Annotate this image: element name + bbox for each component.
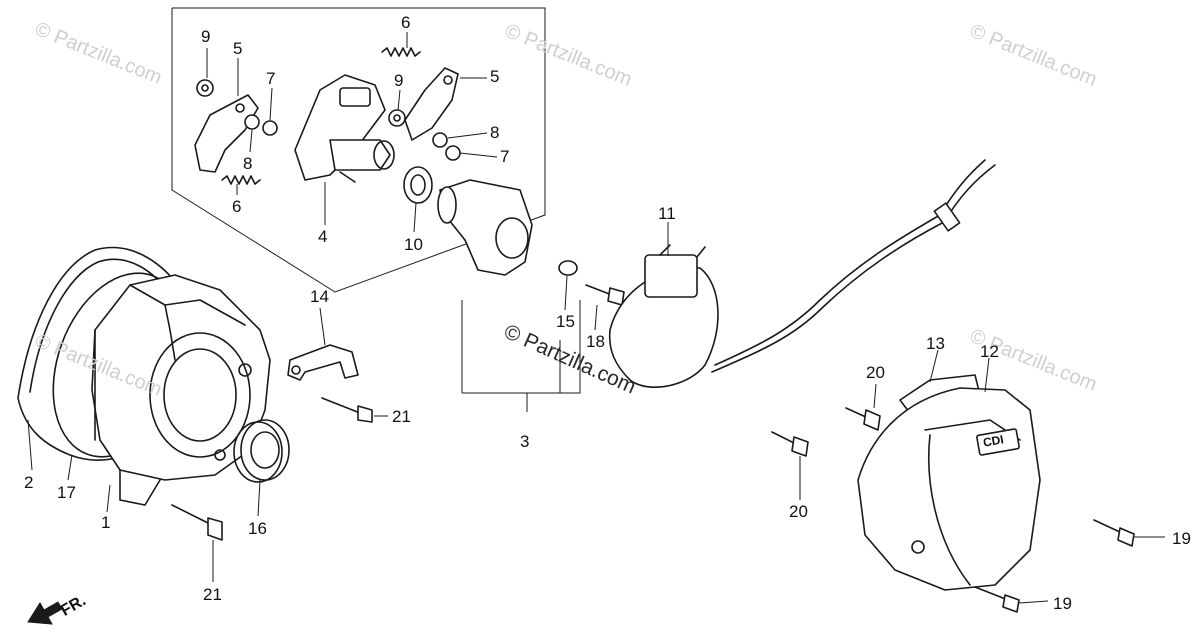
washer-part-8-right <box>432 132 448 148</box>
callout-7-right: 7 <box>500 147 510 166</box>
callout-8-right: 8 <box>490 123 500 142</box>
callout-16: 16 <box>248 519 267 538</box>
bolt-part-21-upper <box>321 397 373 423</box>
callout-18: 18 <box>586 332 605 351</box>
callout-8-left: 8 <box>243 154 253 173</box>
washer-part-10 <box>403 166 433 204</box>
oil-seal-part-16 <box>233 419 290 483</box>
callout-5-right: 5 <box>490 67 500 86</box>
spring-part-6-left <box>221 175 261 185</box>
screw-part-20-upper <box>845 407 881 431</box>
callout-17: 17 <box>57 483 76 502</box>
washer-part-8-left <box>244 114 260 130</box>
plate-part-4 <box>294 74 395 183</box>
screw-part-19-upper <box>1093 519 1135 547</box>
housing-part-1 <box>91 274 271 506</box>
callout-3: 3 <box>520 432 530 451</box>
wire-harness <box>714 214 941 366</box>
callout-21-lower: 21 <box>203 585 222 604</box>
clip-part-7-left <box>262 120 278 136</box>
callout-5-left: 5 <box>233 39 243 58</box>
assembly-group-outline <box>171 7 546 293</box>
callout-2: 2 <box>24 473 34 492</box>
callout-10: 10 <box>404 235 423 254</box>
screw-part-19-lower <box>974 586 1020 613</box>
callout-6-right: 6 <box>401 13 411 32</box>
bolt-part-21-lower <box>171 504 223 541</box>
front-direction-arrow <box>27 601 63 625</box>
callout-1: 1 <box>101 513 111 532</box>
callout-20-upper: 20 <box>866 363 885 382</box>
callout-19-upper: 19 <box>1172 529 1191 548</box>
cover-part-12 <box>857 387 1041 591</box>
callout-14: 14 <box>310 287 329 306</box>
callout-13: 13 <box>926 334 945 353</box>
callout-7-left: 7 <box>266 69 276 88</box>
washer-part-9-left <box>196 79 214 97</box>
callout-9-left: 9 <box>201 27 211 46</box>
pulser-plate-part-11 <box>608 244 719 388</box>
screw-part-18 <box>585 284 625 306</box>
group-bracket-3 <box>462 300 581 394</box>
callout-15: 15 <box>556 312 575 331</box>
washer-part-15 <box>558 260 578 276</box>
washer-part-9-right <box>388 109 406 127</box>
callout-9-right: 9 <box>394 71 404 90</box>
callout-4: 4 <box>318 227 328 246</box>
callout-20-lower: 20 <box>789 502 808 521</box>
weight-part-5-left <box>194 94 259 173</box>
clip-part-7-right <box>445 145 461 161</box>
rotor-cam <box>437 179 533 276</box>
callout-6-left: 6 <box>232 197 242 216</box>
spring-part-6-right <box>381 47 421 57</box>
bracket-part-14 <box>287 344 359 381</box>
weight-part-5-right <box>404 67 459 141</box>
screw-part-20-lower <box>771 431 809 457</box>
callout-11: 11 <box>658 204 676 223</box>
leader-lines <box>27 32 1165 604</box>
callout-12: 12 <box>980 342 999 361</box>
callout-19-lower: 19 <box>1053 594 1072 613</box>
callout-21-upper: 21 <box>392 407 411 426</box>
